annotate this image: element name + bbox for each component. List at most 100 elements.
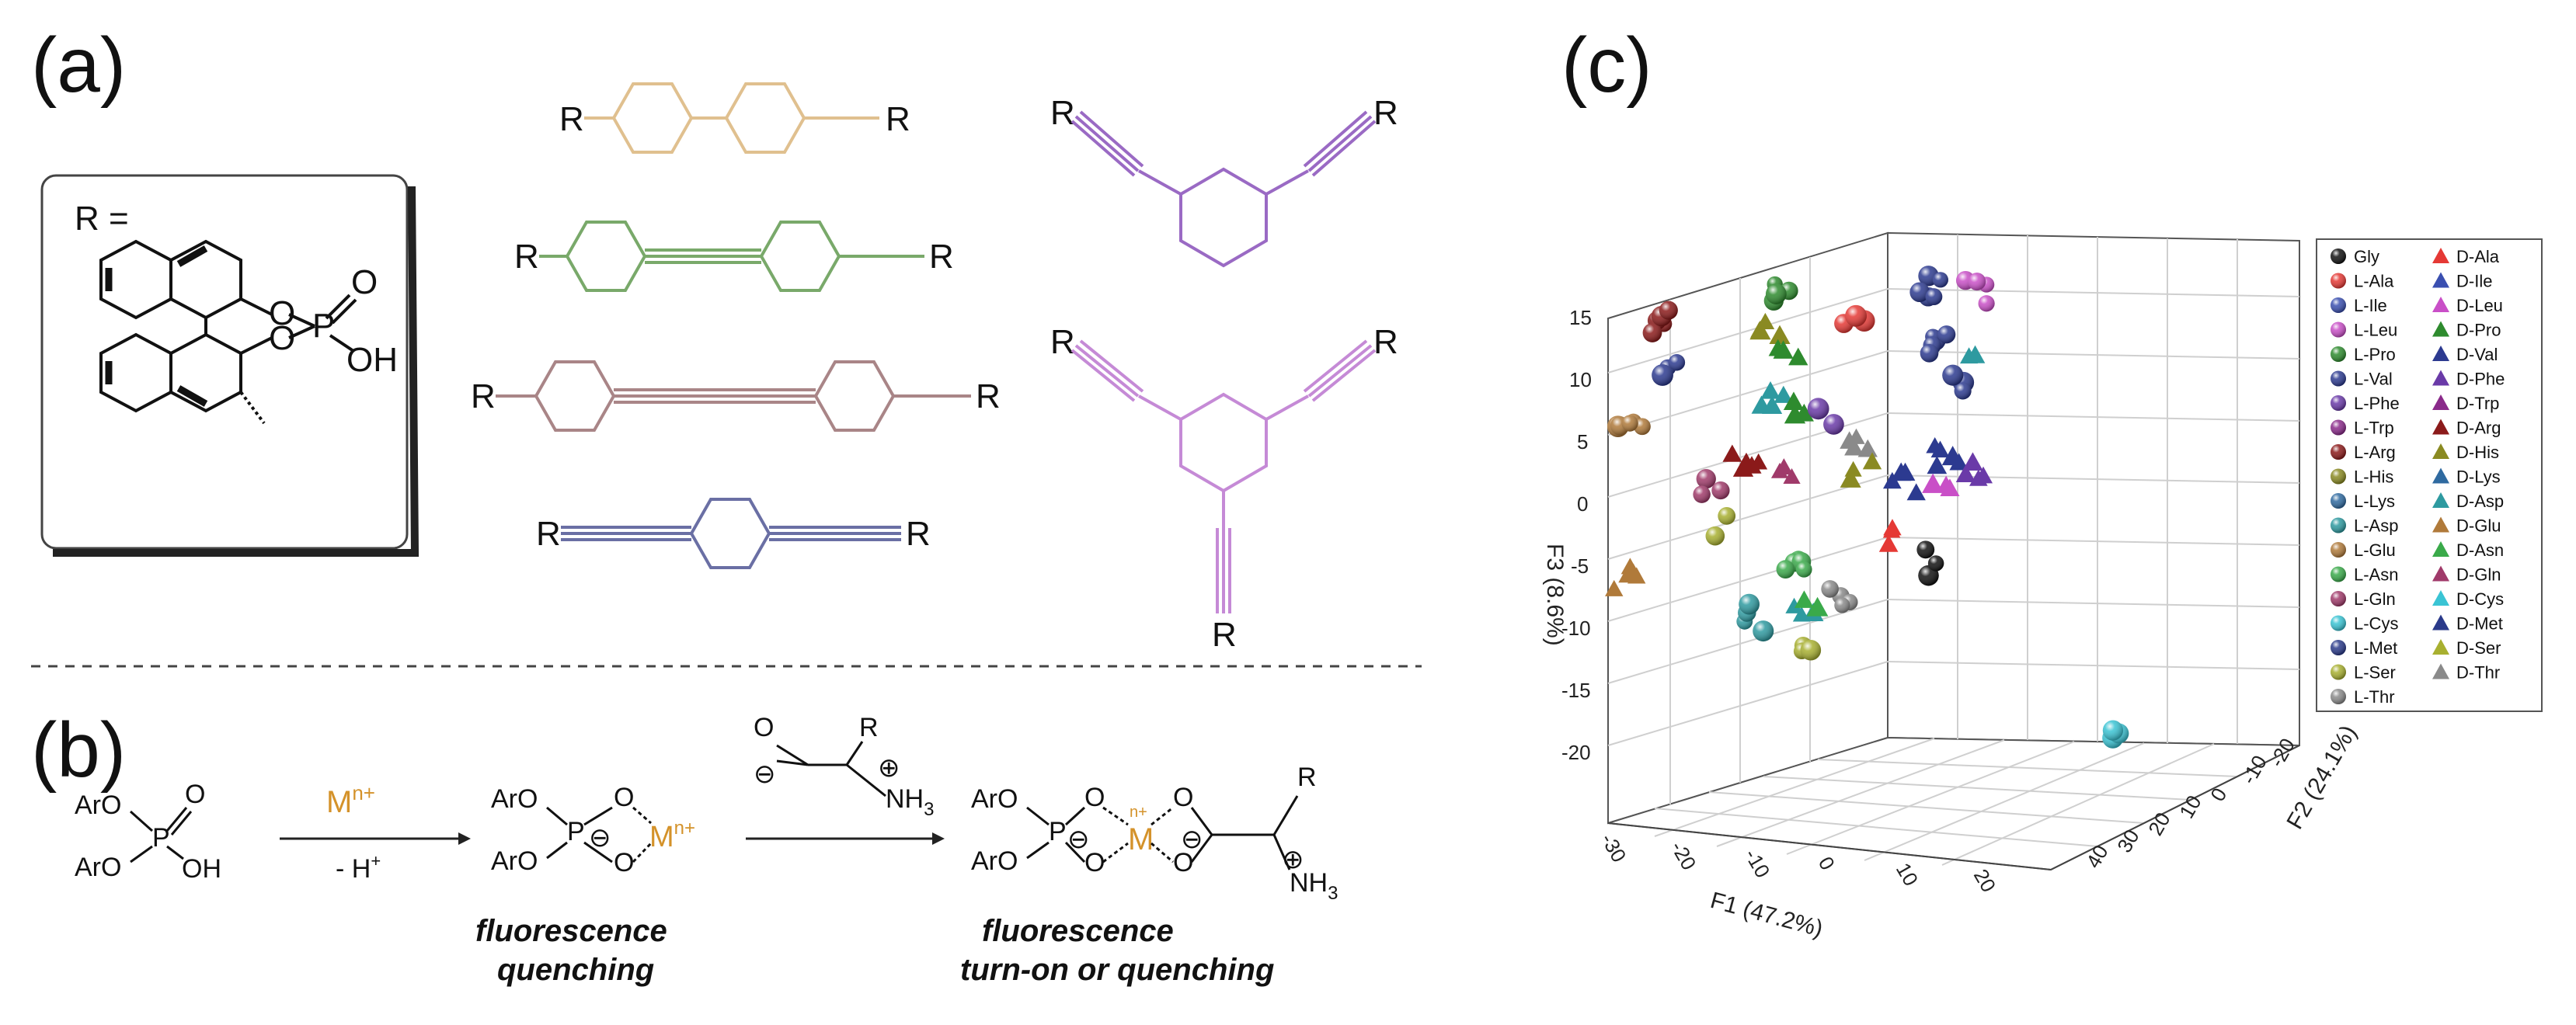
legend-entry-label: L-Thr (2354, 687, 2395, 707)
scatter-ball-point (1621, 415, 1638, 432)
arrow-deprotonation: Mn+ - H+ (280, 781, 471, 884)
z-tick: -10 (1561, 617, 1591, 640)
scatter-ball-point (1920, 344, 1939, 363)
legend-ball-marker (2331, 370, 2346, 387)
legend-entry-label: L-Leu (2354, 321, 2397, 340)
scatter-triangle-point (1770, 462, 1789, 478)
legend-entry-label: D-Phe (2456, 370, 2505, 389)
scatter-ball-point (1753, 620, 1774, 642)
linker-phenylene-diethynyl: R R (536, 498, 931, 569)
scatter-ball-point (1909, 282, 1930, 303)
r-definition-label: R = (75, 200, 129, 238)
scatter-ball-point (1739, 593, 1760, 615)
legend-triangle-marker (2432, 272, 2449, 288)
z-tick: 10 (1569, 368, 1592, 391)
legend-triangle-marker (2432, 590, 2449, 606)
linker-tri-r-bottom: R (1212, 616, 1237, 654)
quench-label-line1: fluorescence (475, 914, 667, 948)
legend-entry-label: D-Thr (2456, 663, 2500, 683)
scatter-triangle-point (1840, 468, 1861, 488)
scatter-triangle-point (1878, 534, 1899, 552)
scatter-ball-point (1925, 288, 1943, 306)
legend-entry-label: L-Ile (2354, 296, 2387, 315)
ternary-complex: ArO ArO P O O ⊖ M n+ O O ⊖ R ⊕ NH3 (960, 763, 1338, 987)
legend-entry-label: D-Asn (2456, 540, 2504, 560)
aa-o-minus: ⊖ (754, 759, 776, 789)
scatter-ball-point (1942, 364, 1964, 386)
scatter-triangle-point (1974, 466, 1993, 484)
legend-entry-label: L-Asn (2354, 565, 2398, 585)
z-tick: 15 (1569, 306, 1592, 329)
panel-a: (a) R = (31, 22, 1398, 654)
scatter-triangle-point (1620, 558, 1640, 575)
scatter-ball-point (1693, 485, 1711, 503)
linker-meta-r-right: R (1373, 94, 1398, 132)
legend-entry-label: L-Arg (2354, 443, 2396, 462)
tc-r: R (1297, 763, 1317, 792)
x-axis-title: F1 (47.2%) (1707, 888, 1826, 942)
legend-entry-label: D-Pro (2456, 321, 2501, 340)
scatter-triangle-point (1773, 340, 1794, 359)
scatter-triangle-point (1922, 473, 1944, 493)
scatter-triangle-point (1774, 385, 1794, 403)
linker-meta-r-left: R (1050, 94, 1075, 132)
panel-b-label: (b) (31, 707, 126, 794)
legend-ball-marker (2331, 591, 2346, 606)
legend-entry-label: D-Leu (2456, 296, 2503, 315)
tc-aro-bottom: ArO (971, 846, 1018, 876)
aa-r: R (859, 713, 879, 742)
scatter-ball-point (1845, 304, 1868, 327)
z-tick: -15 (1561, 679, 1591, 702)
scatter-ball-point (1711, 481, 1730, 500)
scatter-ball-point (1718, 507, 1736, 525)
legend-entry-label: D-Ser (2456, 638, 2501, 658)
x-tick: 10 (1892, 859, 1923, 890)
x-tick: -10 (1740, 845, 1775, 882)
tc-o-carb-bottom: O (1173, 848, 1193, 877)
mc-o-bottom: O (614, 848, 634, 877)
scatter-triangle-point (1857, 439, 1878, 457)
tc-metal: M (1128, 822, 1154, 856)
legend-ball-marker (2331, 273, 2346, 289)
scatter-triangle-point (1895, 462, 1916, 481)
legend-triangle-marker (2432, 443, 2449, 459)
binol-phosphate-structure (99, 239, 357, 425)
legend-entry-label: L-Ala (2354, 272, 2394, 291)
legend-ball-marker (2331, 493, 2346, 509)
tc-metal-charge: n+ (1130, 804, 1147, 821)
binol-o-upper: O (269, 294, 295, 332)
scatter-triangle-point (1847, 428, 1865, 444)
turnon-label-line2: turn-on or quenching (960, 953, 1274, 987)
legend-entry-label: D-Val (2456, 345, 2498, 364)
scatter-triangle-point (1722, 444, 1742, 462)
legend-triangle-marker (2432, 394, 2449, 410)
scatter-triangle-point (1927, 456, 1948, 474)
legend-ball-marker (2331, 395, 2346, 411)
turnon-label-line1: fluorescence (982, 914, 1174, 948)
tc-phosphorus: P (1049, 817, 1067, 846)
scatter-ball-point (1932, 272, 1948, 288)
minus-h-text: - H (336, 854, 371, 884)
legend-ball-marker (2331, 419, 2346, 436)
scatter-ball-point (1968, 273, 1986, 291)
linker-dpa-r-right: R (929, 238, 954, 276)
linker-tri-r-right: R (1373, 323, 1398, 361)
legend-entry-label: L-Phe (2354, 394, 2400, 413)
legend-triangle-marker (2432, 370, 2449, 386)
metal-charge: n+ (352, 781, 375, 804)
scatter-ball-point (1807, 398, 1829, 420)
panel-c: (c) (1542, 22, 2543, 942)
scatter-triangle-point (1785, 597, 1803, 613)
scatter-triangle-point (1732, 458, 1754, 477)
scatter-ball-point (1916, 540, 1935, 559)
scatter-triangle-point (1941, 446, 1964, 466)
scatter-triangle-point (1930, 440, 1950, 458)
scatter-markers (1605, 266, 2129, 749)
legend-entry-label: D-Lys (2456, 467, 2501, 487)
minus-h-charge: + (371, 851, 381, 870)
scatter-ball-point (1823, 414, 1844, 435)
metal-reagent-label: Mn+ (326, 781, 375, 819)
legend-triangle-marker (2432, 492, 2449, 508)
binol-phosphorus: P (312, 307, 335, 345)
legend-triangle-marker (2432, 516, 2449, 533)
